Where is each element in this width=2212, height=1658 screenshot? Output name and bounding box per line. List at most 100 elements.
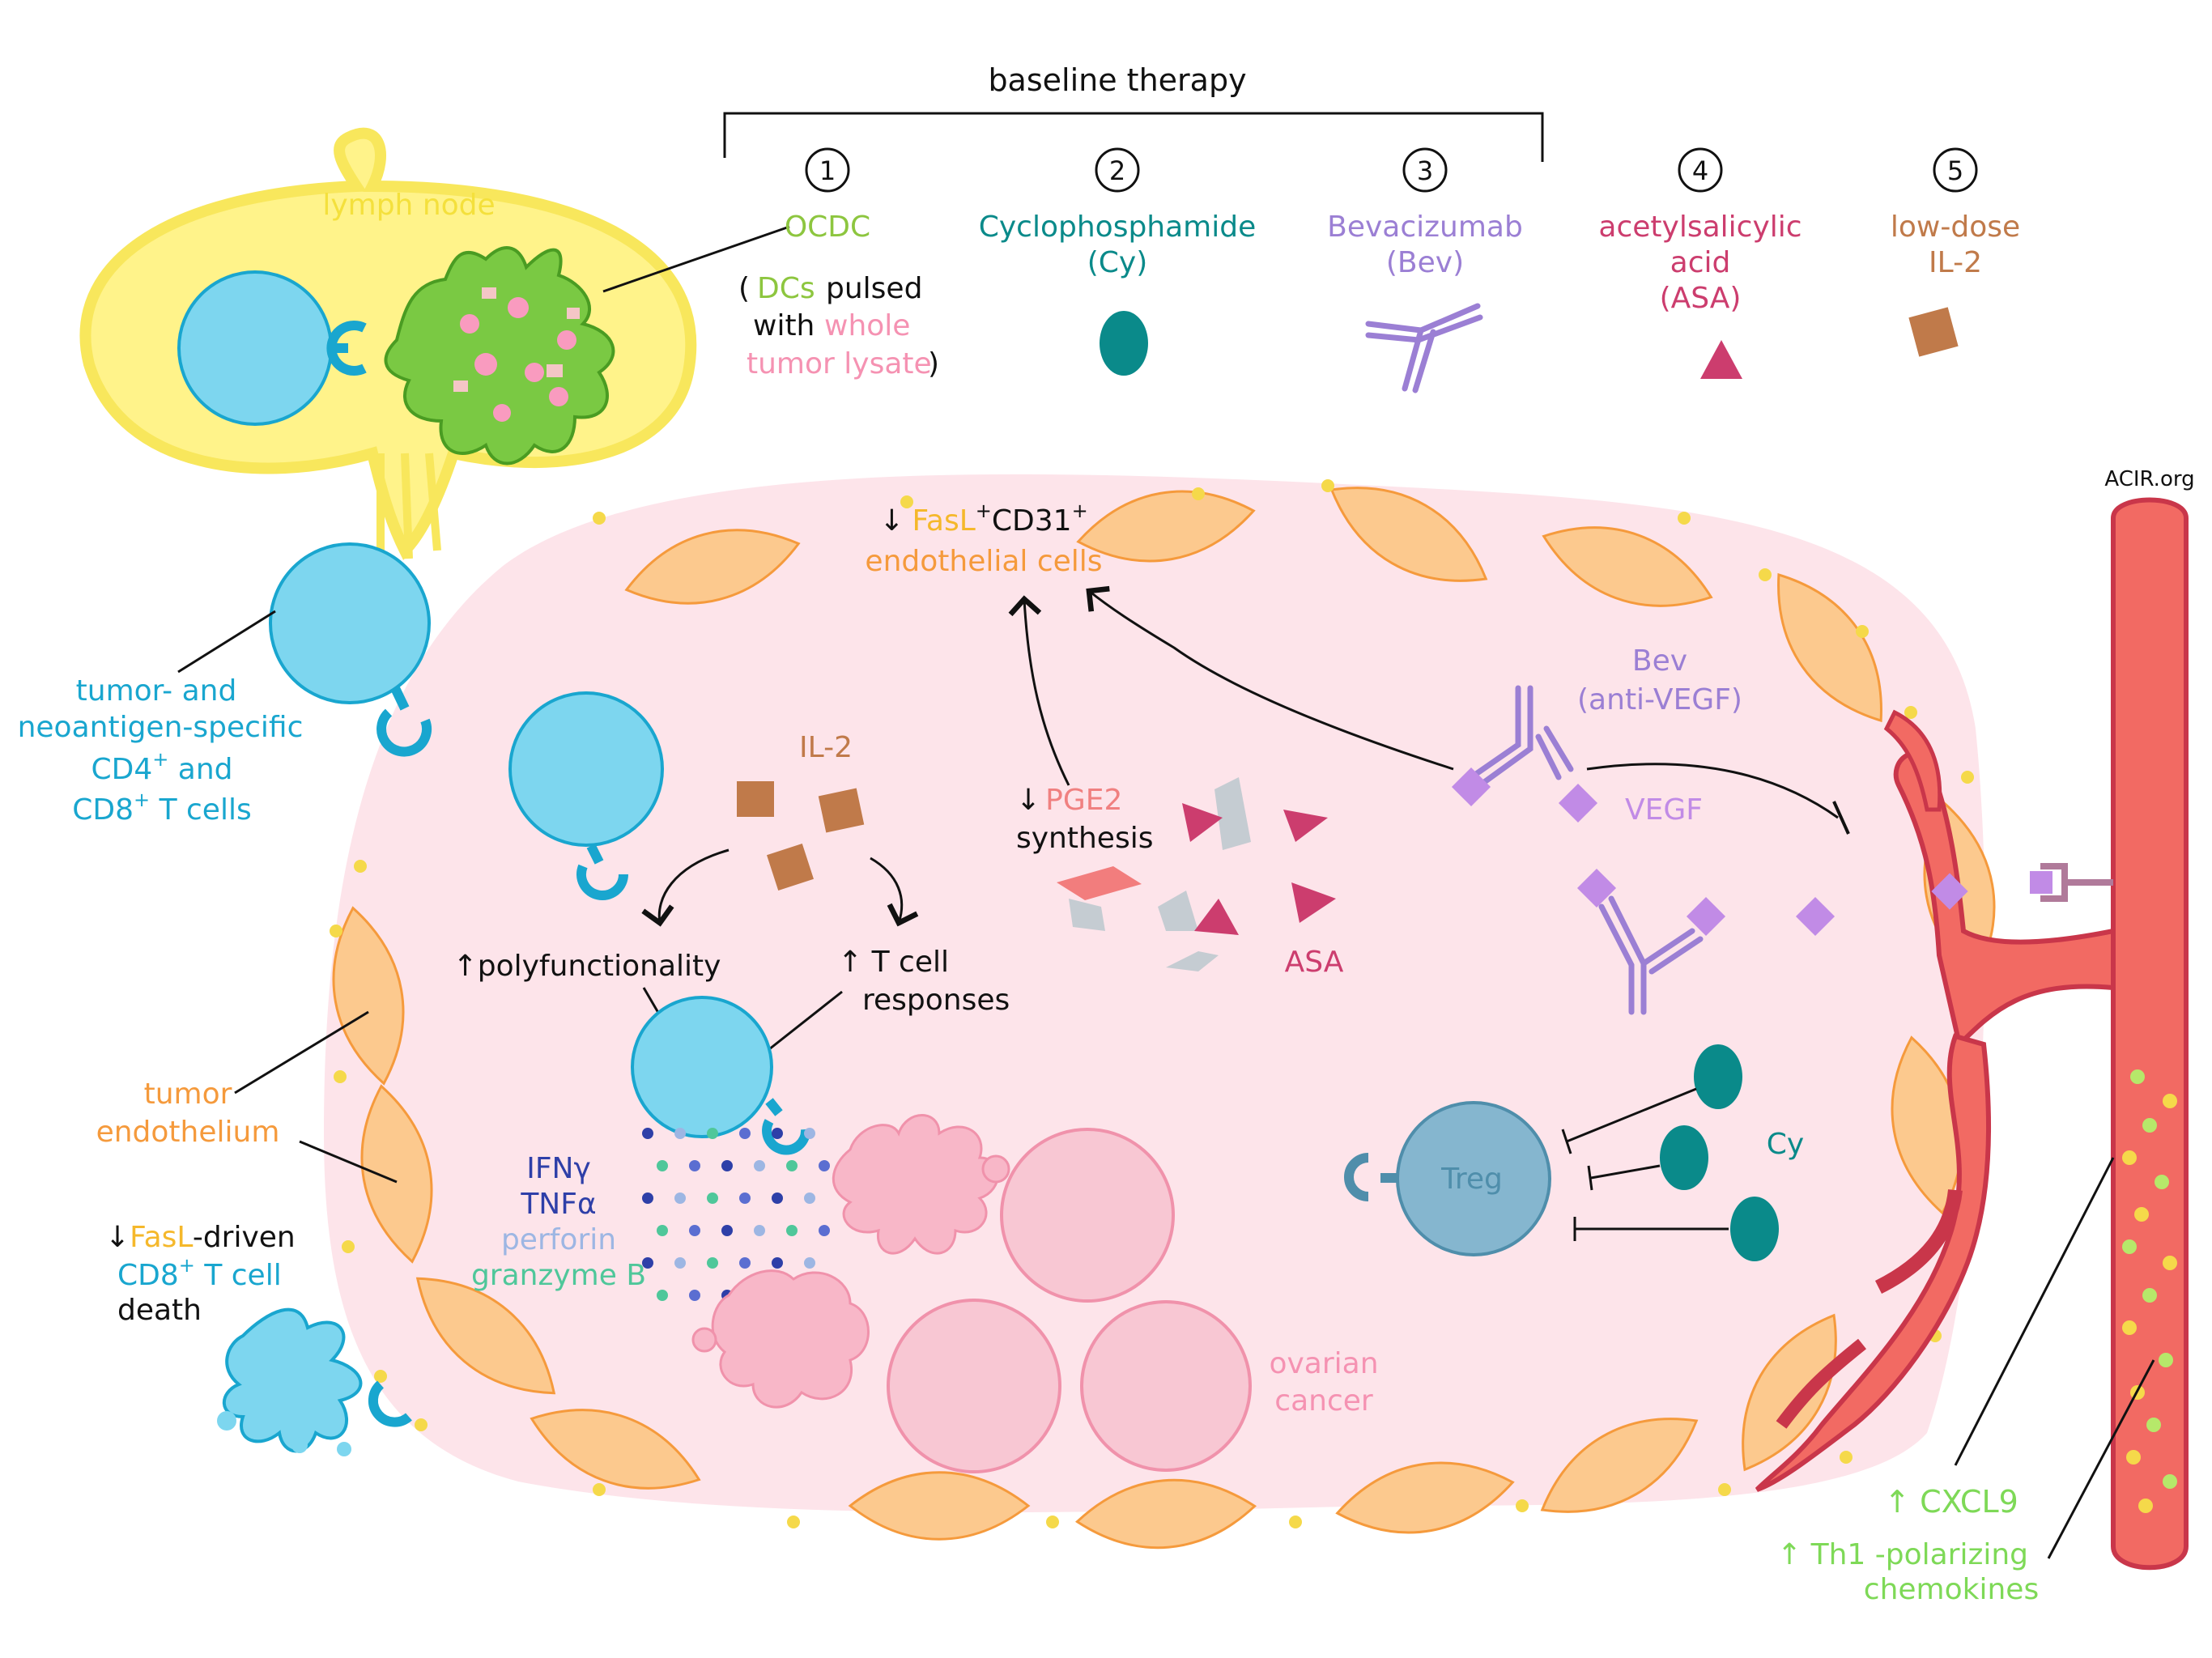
- vessel-chemokine-dot: [2163, 1256, 2177, 1270]
- cytokine-dot: [804, 1257, 815, 1269]
- tcr-receptor-icon: [762, 1098, 811, 1155]
- cyclophosphamide-icon: [1100, 311, 1148, 376]
- tcell-responses-label: ↑ T cell responses: [838, 946, 1010, 1017]
- chemokine-dot: [1856, 625, 1869, 638]
- therapy-name: IL-2: [1929, 246, 1982, 279]
- treg-label: Treg: [1440, 1163, 1503, 1196]
- cytokine-dot: [819, 1225, 830, 1236]
- cytokine-dot: [786, 1160, 798, 1171]
- asa-label: ASA: [1285, 946, 1344, 979]
- svg-text:CD8+ T cell: CD8+ T cell: [117, 1254, 282, 1292]
- tcell-pointer-line: [177, 610, 276, 674]
- endothelial-cell: [1742, 1313, 1837, 1472]
- vessel-chemokine-dot: [2142, 1288, 2157, 1303]
- dying-tcell: [222, 1307, 363, 1453]
- svg-text:CD4+ and: CD4+ and: [91, 748, 232, 786]
- chemokine-dot: [787, 1516, 800, 1528]
- il2-molecules: [737, 781, 865, 891]
- therapy-number-circle: [1402, 147, 1448, 193]
- svg-text:cancer: cancer: [1274, 1384, 1373, 1418]
- vessel-chemokine-dot: [2163, 1094, 2177, 1108]
- ocdc-pointer-line: [602, 225, 790, 293]
- bev-antibody-bound: [1462, 685, 1574, 790]
- endothelial-cell: [1329, 487, 1488, 582]
- svg-text:synthesis: synthesis: [1016, 822, 1153, 855]
- vegf-inhibition-line: [1586, 763, 1839, 819]
- vegf-label: VEGF: [1625, 793, 1703, 827]
- therapy-number-circle: [1095, 147, 1140, 193]
- cytokine-label: granzyme B: [471, 1259, 646, 1292]
- chemokine-dots: [330, 479, 1974, 1528]
- lymph-tcell: [177, 270, 333, 426]
- cytokine-dot: [642, 1192, 653, 1204]
- cytokine-dot: [642, 1128, 653, 1139]
- cytokine-dot: [804, 1192, 815, 1204]
- vegf-receptor-icon: [2030, 863, 2113, 902]
- lymph-node: lymph node: [79, 127, 697, 560]
- cytokine-dot: [689, 1160, 700, 1171]
- pge2-arrow: [1008, 595, 1070, 786]
- asa-triangle-icon: [1700, 340, 1742, 379]
- vegf-inhibition-bar: [1832, 801, 1850, 835]
- il2-square-icon: [1908, 307, 1959, 357]
- vessel-chemokine-dot: [2159, 1353, 2173, 1367]
- infiltrating-tcell: [508, 691, 664, 847]
- chemokine-dot: [1046, 1516, 1059, 1528]
- cy-inhibition-lines: [1561, 1087, 1729, 1241]
- therapy-number: 2: [1109, 155, 1125, 186]
- endothelium-pointer-line: [234, 1010, 369, 1095]
- th1-pointer: [2047, 1359, 2155, 1559]
- svg-text:CD8+ T cells: CD8+ T cells: [72, 789, 251, 827]
- dying-tumor-cell-2: [711, 1269, 870, 1409]
- therapy-number-circle: [805, 147, 850, 193]
- svg-text:tumor- and: tumor- and: [76, 674, 237, 708]
- vessel-chemokine-dot: [2146, 1418, 2161, 1432]
- therapy-number: 1: [819, 155, 836, 186]
- therapy-name: Bevacizumab: [1327, 210, 1523, 244]
- therapy-name: OCDC: [785, 210, 870, 244]
- svg-text:↑ T cell: ↑ T cell: [838, 946, 949, 979]
- cytokine-dot: [721, 1225, 733, 1236]
- cytokine-dot: [689, 1290, 700, 1301]
- svg-text:responses: responses: [862, 984, 1010, 1017]
- treg-cell: [1396, 1101, 1551, 1256]
- svg-text:DCs: DCs: [757, 272, 815, 305]
- svg-text:pulsed: pulsed: [826, 272, 922, 305]
- vessel-chemokines: [2122, 1069, 2177, 1513]
- cytokine-dot: [707, 1192, 718, 1204]
- endothelial-cell: [1074, 1478, 1257, 1550]
- svg-text:↑ Th1 -polarizing: ↑ Th1 -polarizing: [1777, 1538, 2028, 1571]
- cxcl9-pointer: [1954, 1157, 2115, 1466]
- vessel-chemokine-dot: [2155, 1175, 2169, 1189]
- tumor-endothelium-label: tumor endothelium: [96, 1078, 280, 1149]
- tumor-cell: [1000, 1128, 1175, 1303]
- chemokine-dot: [1321, 479, 1334, 492]
- cytokine-dot: [739, 1128, 751, 1139]
- il2-label: IL-2: [799, 731, 853, 764]
- dying-tumor-cell: [832, 1114, 999, 1255]
- endothelial-cell: [1076, 490, 1256, 563]
- svg-text:↓FasL-driven: ↓FasL-driven: [105, 1221, 296, 1254]
- endothelium-pointer-line-2: [299, 1140, 398, 1184]
- endothelial-cell: [624, 529, 801, 605]
- cytokine-dot: [739, 1192, 751, 1204]
- therapy-name: acetylsalicylic: [1598, 210, 1802, 244]
- svg-text:endothelium: endothelium: [96, 1116, 280, 1149]
- chemokine-dot: [354, 860, 367, 873]
- baseline-therapy-label: baseline therapy: [988, 62, 1246, 98]
- cytokine-dot: [657, 1160, 668, 1171]
- vessel-chemokine-dot: [2122, 1150, 2137, 1165]
- tcr-receptor-icon: [368, 1380, 412, 1427]
- il2-arrow-left: [641, 848, 730, 927]
- chemokine-dot: [1759, 568, 1772, 581]
- chemokine-dot: [1718, 1483, 1731, 1496]
- vessel-chemokine-dot: [2163, 1474, 2177, 1489]
- chemokine-dot: [1904, 706, 1917, 719]
- cxcl9-label: ↑ CXCL9: [1884, 1484, 2018, 1520]
- svg-text:whole: whole: [824, 309, 910, 342]
